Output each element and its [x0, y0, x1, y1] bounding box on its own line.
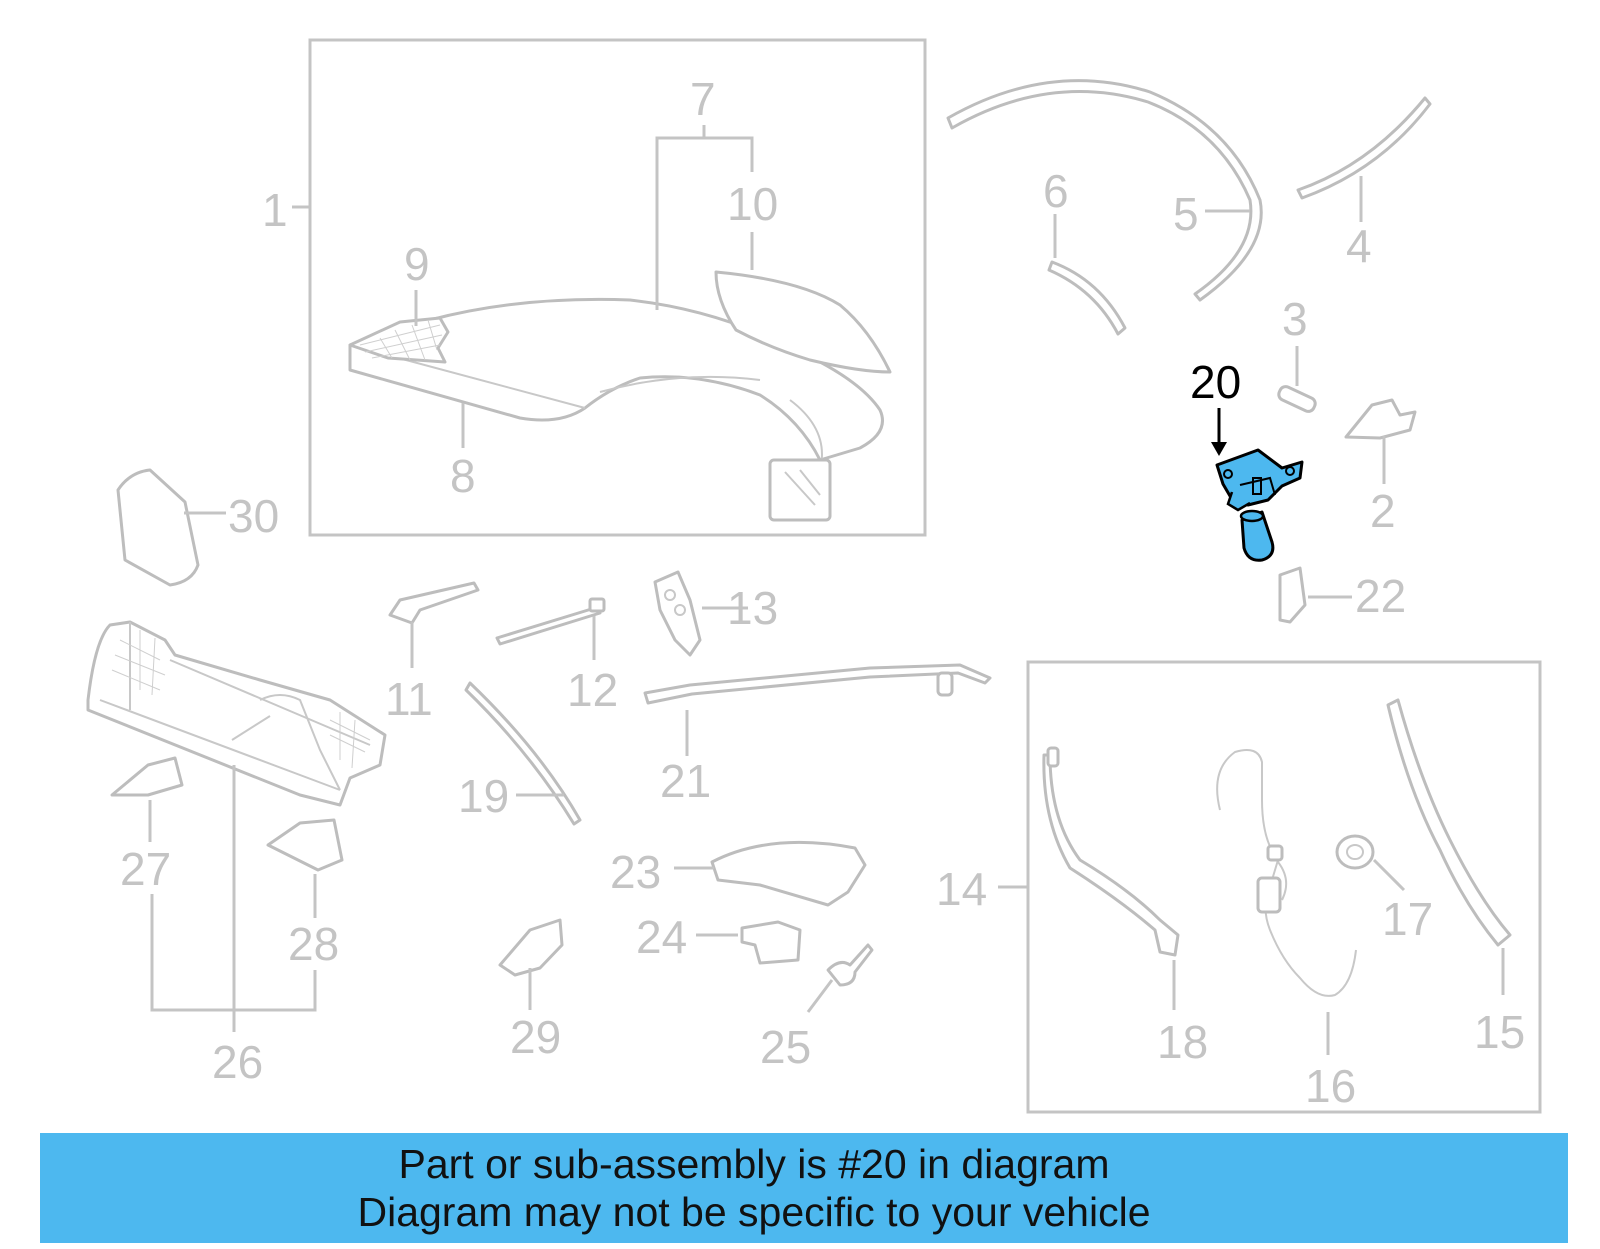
- link-part-11[interactable]: [388, 581, 480, 625]
- soft-top-roof-part[interactable]: [348, 297, 884, 522]
- callout-4[interactable]: 4: [1346, 220, 1372, 272]
- rod-part-12[interactable]: [495, 605, 602, 646]
- callout-28[interactable]: 28: [288, 918, 339, 970]
- callout-15[interactable]: 15: [1474, 1006, 1525, 1058]
- callout-1[interactable]: 1: [262, 184, 288, 236]
- callout-17[interactable]: 17: [1382, 893, 1433, 945]
- strip-part-15[interactable]: [1386, 698, 1512, 947]
- callout-27[interactable]: 27: [120, 843, 171, 895]
- highlighted-part-20[interactable]: [1215, 448, 1304, 562]
- callout-18[interactable]: 18: [1157, 1016, 1208, 1068]
- banner-line-1: Part or sub-assembly is #20 in diagram: [398, 1141, 1110, 1187]
- cable-part-21[interactable]: [643, 663, 992, 705]
- frame-part-26[interactable]: [86, 620, 387, 807]
- banner-line-2: Diagram may not be specific to your vehi…: [357, 1189, 1151, 1235]
- bracket-part-2[interactable]: [1344, 398, 1417, 440]
- latch-part-29[interactable]: [498, 918, 564, 977]
- callout-19[interactable]: 19: [458, 770, 509, 822]
- grommet-part-17[interactable]: [1335, 834, 1375, 870]
- clip-part-24[interactable]: [740, 920, 802, 965]
- pin-part-3[interactable]: [1277, 385, 1317, 414]
- weatherstrip-part-4[interactable]: [1296, 96, 1432, 200]
- wiring-part-16[interactable]: [1216, 749, 1357, 997]
- callout-2[interactable]: 2: [1370, 485, 1396, 537]
- cover-part-22[interactable]: [1278, 566, 1307, 624]
- callout-12[interactable]: 12: [567, 664, 618, 716]
- callout-5[interactable]: 5: [1173, 188, 1199, 240]
- trim-part-28[interactable]: [266, 818, 344, 872]
- callout-16[interactable]: 16: [1305, 1060, 1356, 1112]
- parts-diagram: 1 7 10 9 8 6 5 4 3 2: [86, 38, 1542, 1114]
- hose-part-18[interactable]: [1042, 753, 1180, 957]
- callout-20[interactable]: 20: [1190, 356, 1241, 408]
- callout-7[interactable]: 7: [690, 73, 716, 125]
- rear-window-part[interactable]: [714, 270, 892, 374]
- bolt-part-25[interactable]: [826, 943, 874, 987]
- cover-part-30[interactable]: [116, 468, 200, 587]
- callout-6[interactable]: 6: [1043, 165, 1069, 217]
- weatherstrip-part-6[interactable]: [1047, 260, 1127, 336]
- strip-part-19[interactable]: [464, 681, 582, 826]
- callout-30[interactable]: 30: [228, 490, 279, 542]
- callout-22[interactable]: 22: [1355, 570, 1406, 622]
- callout-9[interactable]: 9: [404, 238, 430, 290]
- callout-25[interactable]: 25: [760, 1021, 811, 1073]
- callout-14[interactable]: 14: [936, 863, 987, 915]
- group-box-1: [308, 38, 927, 537]
- part-info-banner: Part or sub-assembly is #20 in diagram D…: [40, 1133, 1568, 1243]
- callout-23[interactable]: 23: [610, 846, 661, 898]
- callout-29[interactable]: 29: [510, 1011, 561, 1063]
- callout-21[interactable]: 21: [660, 755, 711, 807]
- callout-24[interactable]: 24: [636, 911, 687, 963]
- trim-part-27[interactable]: [110, 756, 184, 797]
- callout-3[interactable]: 3: [1282, 293, 1308, 345]
- callout-8[interactable]: 8: [450, 450, 476, 502]
- callout-10[interactable]: 10: [727, 178, 778, 230]
- cover-part-23[interactable]: [710, 840, 867, 907]
- headliner-patch-part[interactable]: [348, 316, 450, 364]
- weatherstrip-part-5[interactable]: [946, 79, 1263, 302]
- callout-11[interactable]: 11: [385, 673, 433, 725]
- callout-26[interactable]: 26: [212, 1036, 263, 1088]
